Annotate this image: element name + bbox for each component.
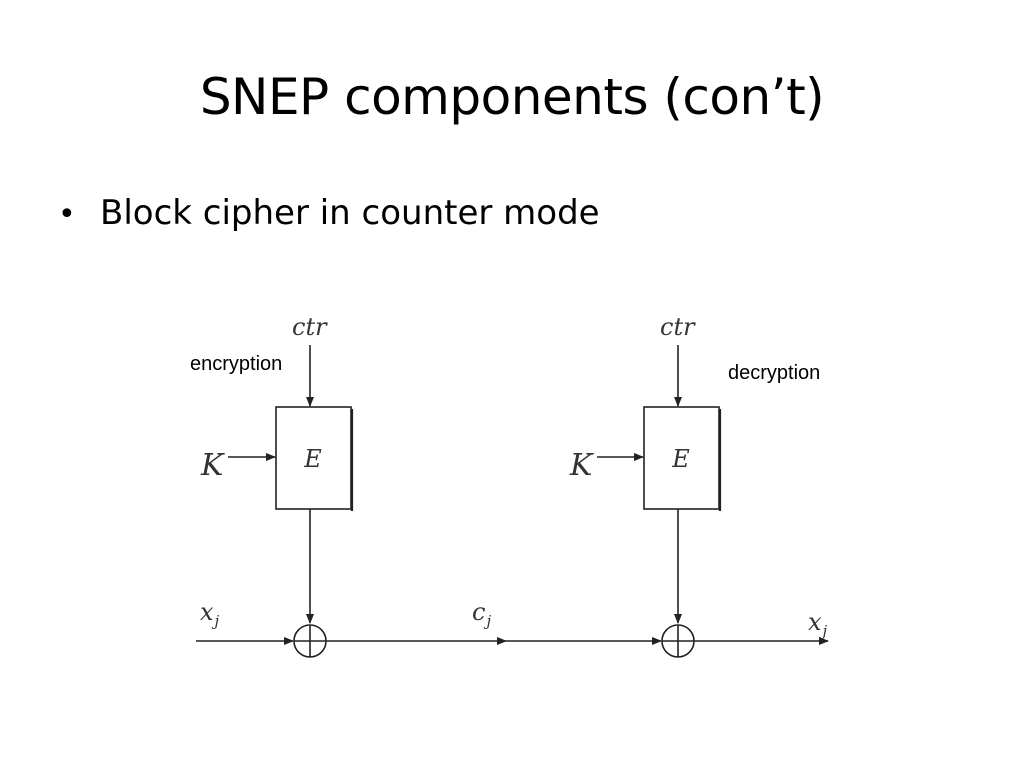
enc-counter-label: ctr — [292, 313, 328, 341]
plaintext-input-label: xj — [200, 598, 220, 630]
bullet-marker: • — [58, 197, 76, 232]
enc-block-label: E — [303, 445, 322, 473]
dec-xor-icon — [661, 624, 695, 658]
slide-title: SNEP components (con’t) — [199, 68, 825, 126]
plaintext-output-label: xj — [808, 608, 828, 640]
enc-cipher-block — [275, 406, 352, 510]
enc-key-label: K — [200, 448, 225, 483]
enc-xor-icon — [293, 624, 327, 658]
encryption-label: encryption — [190, 353, 282, 375]
dec-cipher-block — [643, 406, 720, 510]
dec-counter-label: ctr — [660, 313, 696, 341]
decryption-label: decryption — [728, 362, 820, 384]
bullet-text: Block cipher in counter mode — [100, 193, 600, 233]
dec-key-label: K — [569, 448, 594, 483]
bullet-item: • Block cipher in counter mode — [58, 188, 600, 240]
dec-block-label: E — [671, 445, 690, 473]
ciphertext-label: cj — [472, 598, 491, 630]
